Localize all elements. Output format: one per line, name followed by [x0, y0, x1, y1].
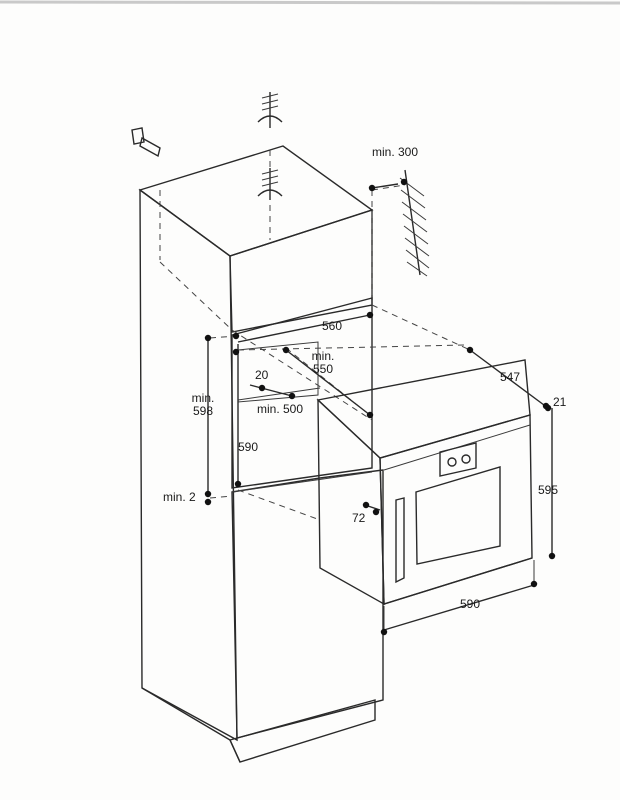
earth-symbol-bottom-icon: [257, 168, 283, 200]
oven-niche: [231, 297, 373, 489]
min-value: 598: [192, 404, 214, 418]
cabinet-top-face: [138, 145, 374, 257]
projection-lines: [159, 150, 471, 521]
dimension-lines: [207, 183, 553, 632]
oven-side-face: [317, 398, 385, 606]
min-value: 550: [312, 362, 334, 376]
dimension-label-72: 72: [352, 511, 366, 525]
dimension-label-595: 595: [538, 483, 559, 497]
mounting-clip-icon: [131, 127, 161, 158]
dimension-label-20: 20: [255, 368, 269, 382]
min-prefix: min.: [311, 349, 335, 363]
oven-door-window: [415, 466, 501, 565]
dim-min-300: [371, 183, 399, 189]
min-prefix: min.: [191, 391, 215, 405]
built-in-oven: [316, 359, 533, 606]
dim-72: [367, 505, 381, 511]
dimension-label-21: 21: [553, 395, 567, 409]
oven-door-handle: [395, 497, 405, 584]
dimension-label-547: 547: [500, 370, 521, 384]
dimension-label-560: 560: [322, 319, 343, 333]
dim-560: [237, 314, 371, 343]
cabinet-left-face: [139, 188, 238, 742]
wall-hatching: [399, 169, 430, 277]
dimension-endpoints: [204, 178, 556, 636]
dimension-label-590-width: 590: [460, 597, 481, 611]
oven-front-face: [379, 414, 533, 605]
tall-cabinet: [138, 145, 384, 763]
scan-edge: [0, 0, 620, 5]
niche-shelf-line: [237, 387, 321, 401]
dim-590-width: [383, 584, 535, 631]
oven-knob-left-icon: [447, 457, 457, 467]
cabinet-plinth: [229, 699, 376, 763]
dimension-label-590-height: 590: [238, 440, 259, 454]
dimension-label-min-2: min. 2: [163, 490, 196, 504]
dim-547: [469, 349, 549, 409]
dimension-label-min-300: min. 300: [372, 145, 419, 159]
oven-knob-right-icon: [461, 454, 471, 464]
dim-min-500: [249, 384, 293, 397]
dimension-label-min-598: min. 598: [188, 392, 218, 418]
earth-symbol-top-icon: [257, 92, 283, 128]
oven-control-panel: [439, 442, 477, 477]
cabinet-upper-front: [229, 209, 373, 333]
dim-min-550: [285, 349, 371, 416]
oven-top-face: [316, 359, 531, 459]
dimension-label-min-550: min. 550: [306, 350, 340, 376]
dimension-label-min-500: min. 500: [257, 402, 304, 416]
